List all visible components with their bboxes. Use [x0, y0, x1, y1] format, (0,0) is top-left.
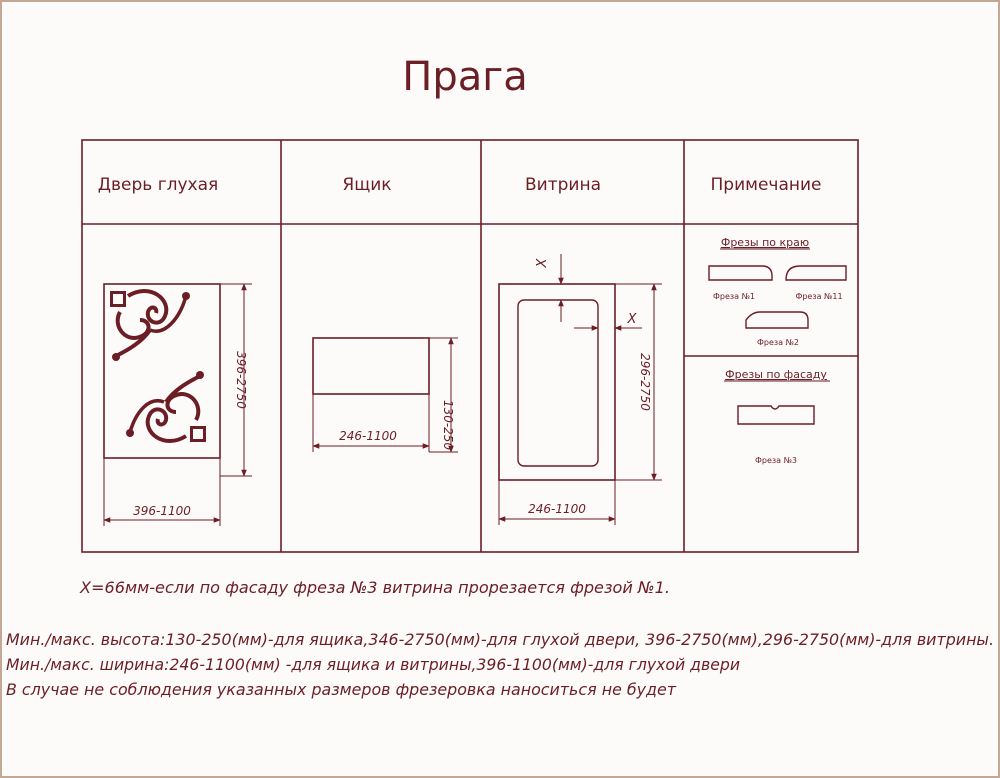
header-door: Дверь глухая — [98, 175, 219, 195]
cutter3-profile — [737, 405, 815, 425]
edge-cutters-title: Фрезы по краю — [721, 236, 809, 249]
page-title: Прага — [402, 54, 528, 100]
cutter3-label: Фреза №3 — [755, 456, 797, 465]
footnote-x: X=66мм-если по фасаду фреза №3 витрина п… — [79, 578, 670, 597]
cutter1-label: Фреза №1 — [713, 292, 755, 301]
door-width-dim: 396-1100 — [133, 504, 191, 518]
cutter2-profile — [745, 311, 809, 329]
notes-column: Фрезы по краю Фреза №1 Фреза №11 Фреза №… — [708, 236, 847, 465]
showcase-width-dim: 246-1100 — [528, 502, 586, 516]
showcase-x-vertical: X — [535, 257, 550, 268]
cutter11-label: Фреза №11 — [795, 292, 842, 301]
door-ornament-bottom — [126, 371, 206, 443]
showcase-x-horizontal: X — [627, 312, 638, 327]
cutter2-label: Фреза №2 — [757, 338, 799, 347]
spec-table — [81, 139, 859, 553]
header-notes: Примечание — [711, 175, 822, 195]
facade-cutters-title: Фрезы по фасаду — [725, 368, 827, 381]
showcase-drawing: X X 296-2750 246-1100 — [498, 254, 662, 525]
limits-height: Мин./макс. высота:130-250(мм)-для ящика,… — [6, 630, 994, 649]
cutter1-profile — [708, 265, 773, 281]
limits-warning: В случае не соблюдения указанных размеро… — [6, 680, 677, 699]
door-drawing: 396-2750 396-1100 — [103, 283, 252, 526]
header-showcase: Витрина — [525, 175, 601, 195]
drawer-height-dim: 130-250 — [441, 400, 455, 451]
showcase-height-dim: 296-2750 — [638, 353, 652, 411]
header-drawer: Ящик — [342, 175, 391, 195]
door-ornament-top — [110, 289, 190, 361]
door-height-dim: 396-2750 — [234, 351, 248, 409]
limits-width: Мин./макс. ширина:246-1100(мм) -для ящик… — [6, 655, 740, 674]
cutter11-profile — [785, 265, 847, 281]
drawer-width-dim: 246-1100 — [339, 429, 397, 443]
drawer-drawing: 246-1100 130-250 — [312, 337, 458, 453]
